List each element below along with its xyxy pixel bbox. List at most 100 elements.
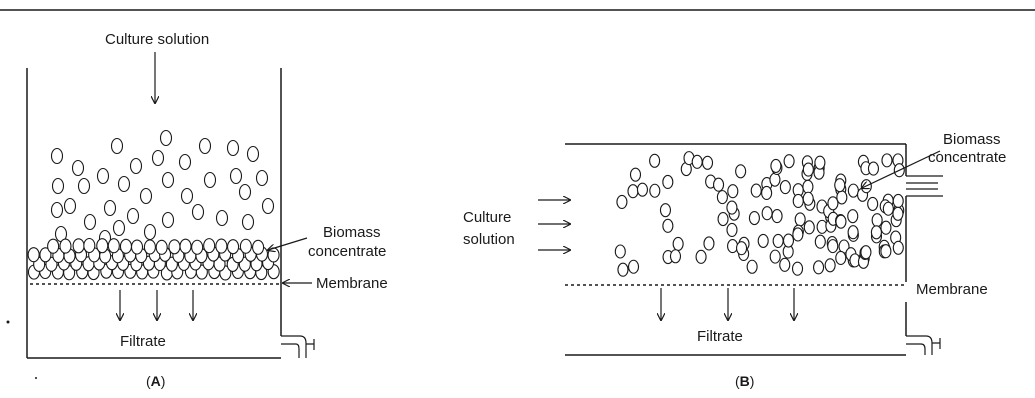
cell [191,203,205,221]
cell [717,211,729,227]
cell [112,219,126,237]
cell [836,190,848,205]
cell [617,262,629,277]
cell [782,233,795,248]
free-cells-a [50,129,275,247]
cell [824,258,836,273]
cell [735,164,747,179]
cell [59,238,72,254]
cell [814,155,826,170]
cell [794,212,806,227]
cell [96,167,110,185]
cell [627,184,639,199]
outlet-tap-a [281,335,315,358]
cell [627,259,640,274]
cell [198,137,212,155]
cell [51,177,65,195]
cell [63,197,77,215]
cell [746,259,758,274]
cell [178,153,192,171]
cell [881,153,893,168]
cell [110,137,124,155]
cell [791,261,804,276]
cell [727,184,739,199]
cell [83,237,96,254]
cell [792,227,804,242]
cell [215,209,229,227]
biomass-label-a-line1: Biomass [323,224,381,241]
cell [179,238,192,254]
cell [827,196,839,211]
cell [771,209,783,224]
cell [83,213,97,231]
cell [871,213,883,228]
cell [246,145,260,163]
cell [659,203,672,218]
cell [203,238,216,254]
cell [726,222,738,237]
cell [191,239,204,255]
cell [880,244,892,259]
biomass-label-b-line1: Biomass [943,131,1001,148]
cell [241,213,255,231]
cell [695,249,707,264]
cell [783,154,795,169]
panel-a: Culture solution Filtrate Biomass concen… [26,31,388,389]
cell [761,206,773,221]
cell [770,158,782,173]
biomass-pointer-a [268,237,308,250]
cell [215,238,228,254]
retentate-outlet-b [906,175,943,197]
biomass-pointer-b [862,150,941,188]
cell [834,178,846,193]
biomass-label-a-line2: concentrate [308,243,386,260]
cell [161,171,175,189]
cell [71,159,85,177]
cell [867,196,879,211]
biomass-label-b-line2: concentrate [928,149,1006,166]
cell [769,249,781,264]
cell [616,194,628,209]
cell [129,157,143,175]
cell [757,233,769,248]
speck [6,320,10,324]
cell [117,175,131,193]
cell [727,239,739,254]
cell [892,240,904,255]
membrane-label-a: Membrane [316,275,388,292]
cell [662,174,674,190]
cell [761,185,773,201]
cell [107,238,120,254]
cell [226,139,240,157]
cell [649,153,661,168]
cell [629,167,642,182]
cell [614,244,626,259]
culture-solution-label-a: Culture solution [105,31,209,48]
cell [96,238,109,254]
biomass-cake-a [27,237,280,281]
cell [701,155,714,170]
cell [813,260,825,275]
cell [161,211,175,229]
cell [835,214,847,229]
cell [159,129,173,147]
cell [716,190,728,205]
cell [229,167,243,185]
speck [35,377,37,379]
cell [779,257,791,272]
cell [139,187,153,205]
cell [255,169,269,187]
cell [772,233,784,248]
cell [47,238,60,254]
cell [892,193,904,209]
cell [835,250,847,266]
outlet-tap-b [906,335,941,355]
cell [847,225,859,240]
cell [72,238,85,254]
cell [802,191,814,206]
filtrate-label-b: Filtrate [697,328,743,345]
cell [649,183,661,198]
cell [662,218,674,233]
cell [827,239,839,254]
